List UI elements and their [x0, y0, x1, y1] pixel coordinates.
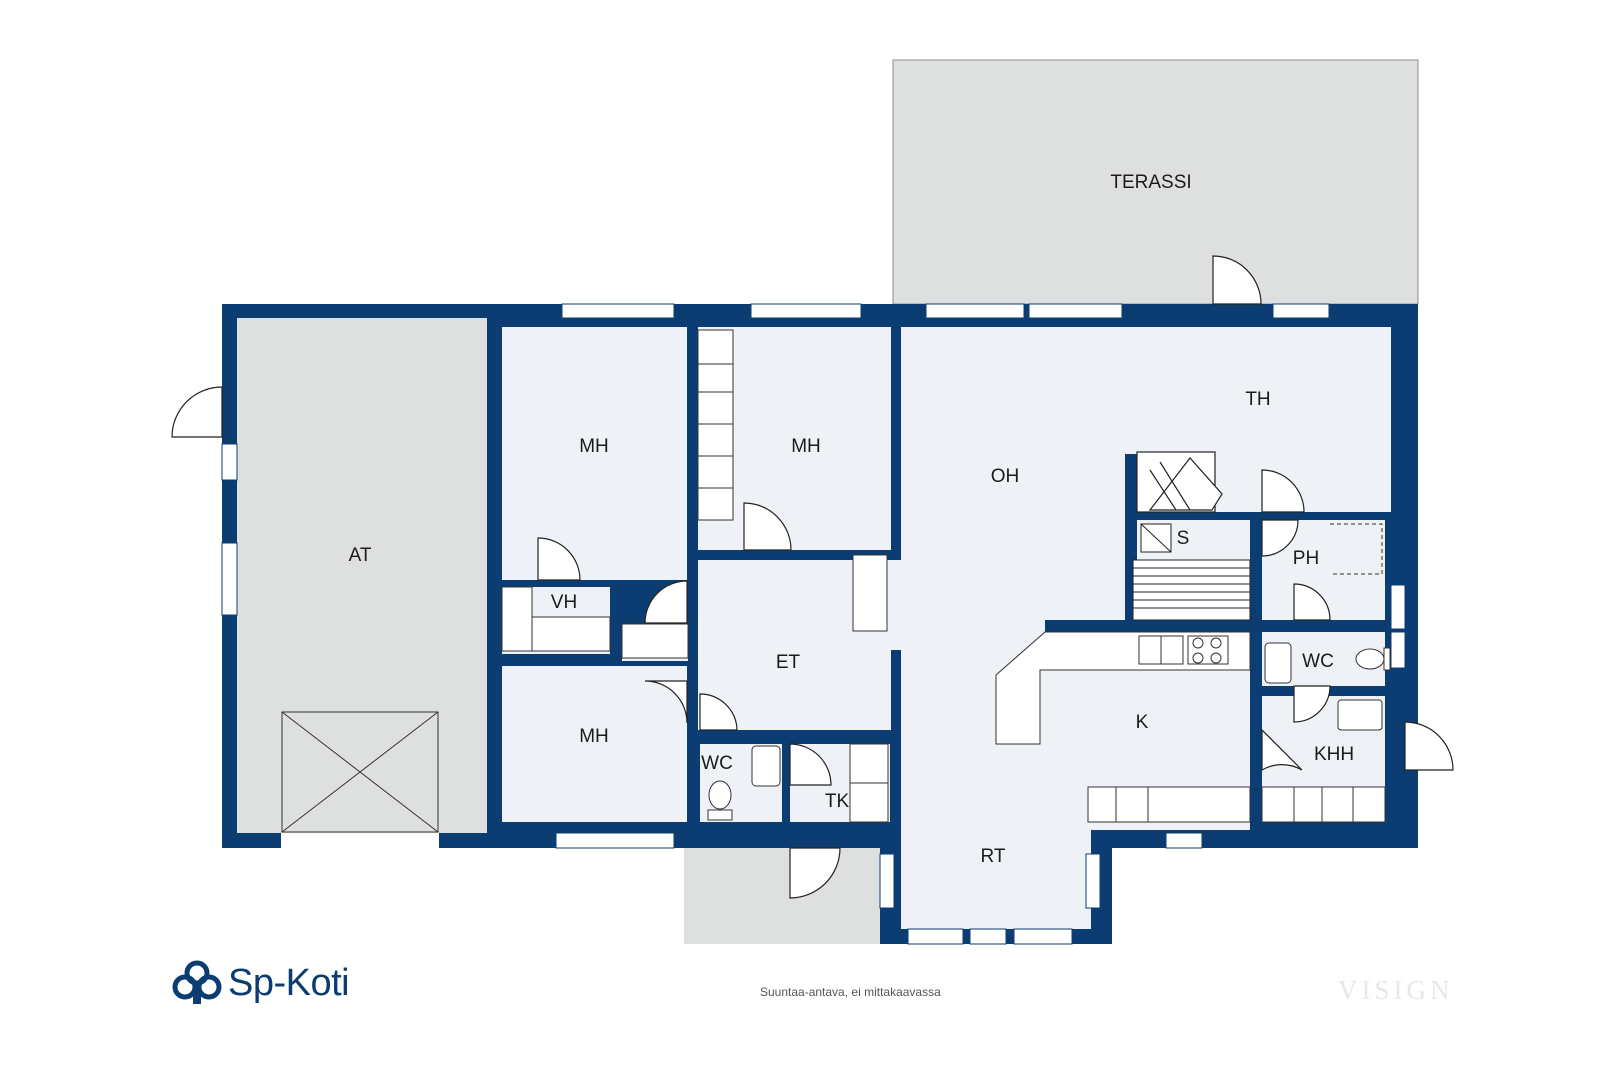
disclaimer-note: Suuntaa-antava, ei mittakaavassa	[760, 985, 941, 999]
label-s: S	[1177, 528, 1190, 549]
label-rt: RT	[981, 846, 1006, 867]
label-ph: PH	[1293, 548, 1319, 569]
windows	[221, 303, 1406, 945]
label-terassi: TERASSI	[1110, 172, 1191, 193]
label-tk: TK	[825, 791, 850, 812]
label-vh: VH	[551, 592, 577, 613]
label-et: ET	[776, 652, 801, 673]
entrance-porch	[684, 836, 880, 944]
terrace-area	[892, 59, 1419, 305]
sauna-bench	[1132, 523, 1251, 621]
label-th: TH	[1245, 389, 1270, 410]
room-labels: TERASSI AT MH MH MH VH ET OH TH S PH WC …	[349, 172, 1355, 867]
doors	[171, 255, 1454, 899]
brand-logo: Sp-Koti	[172, 960, 350, 1006]
label-at: AT	[349, 545, 372, 566]
watermark: VISIGN	[1338, 975, 1454, 1005]
label-wc-bottom: WC	[701, 753, 733, 774]
label-k: K	[1136, 712, 1149, 733]
label-khh: KHH	[1314, 744, 1354, 765]
label-wc-right: WC	[1302, 651, 1334, 672]
label-mh-top-middle: MH	[791, 436, 821, 457]
brand-name: Sp-Koti	[228, 961, 350, 1004]
label-mh-top-left: MH	[579, 436, 609, 457]
fixtures	[501, 329, 1391, 823]
fireplace	[1136, 451, 1223, 513]
garage-floor	[237, 318, 487, 833]
label-mh-bottom: MH	[579, 726, 609, 747]
label-oh: OH	[991, 466, 1020, 487]
sp-koti-emblem-icon	[172, 960, 222, 1004]
garage-door-marking	[281, 711, 439, 833]
